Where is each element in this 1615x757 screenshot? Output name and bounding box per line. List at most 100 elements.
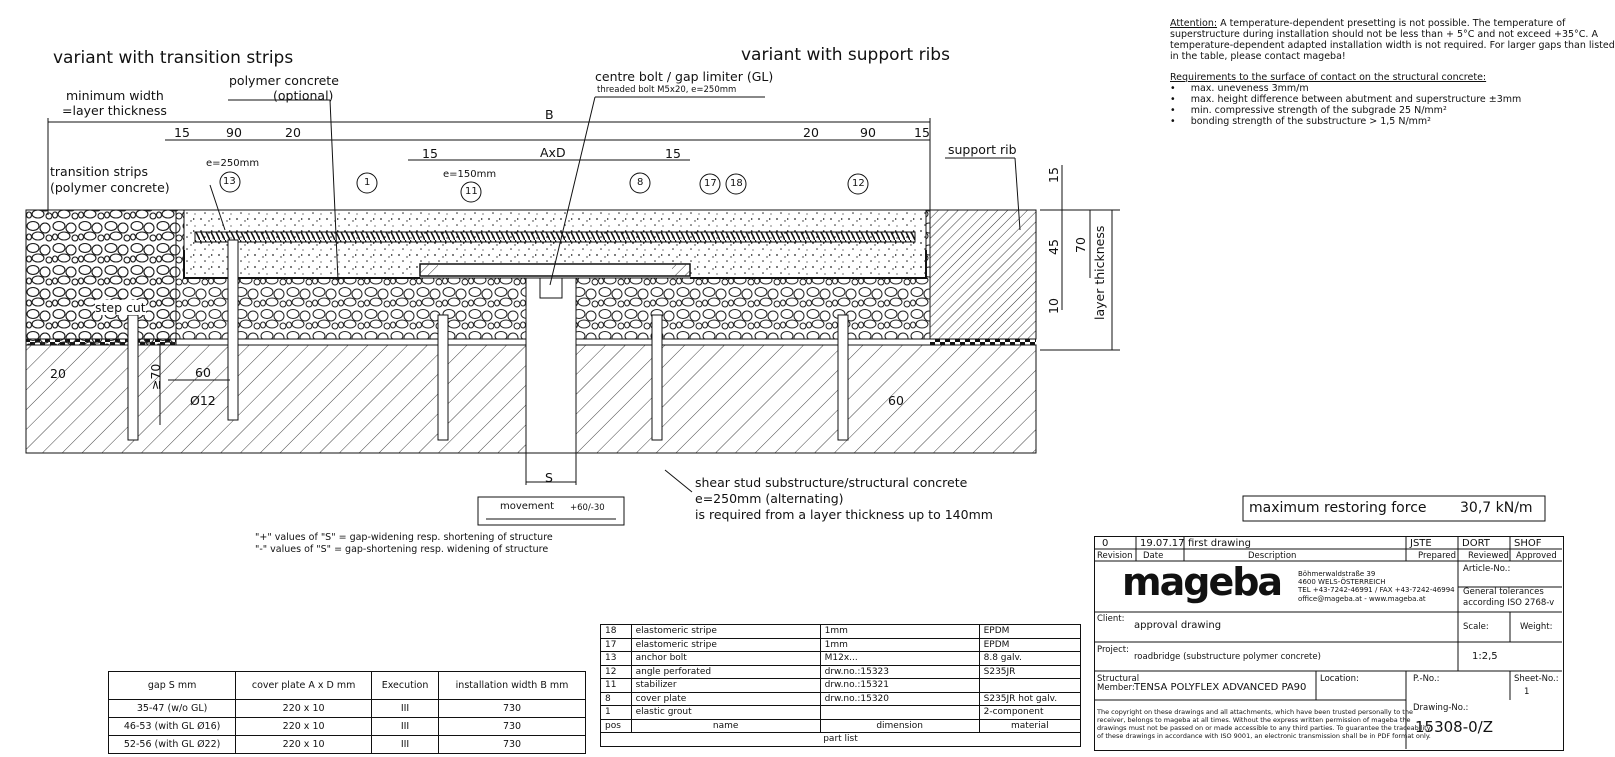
callout-text-18: 18 [730, 178, 743, 189]
requirement-item: • max. height difference between abutmen… [1170, 94, 1522, 105]
tb-col-revision: Revision [1097, 551, 1133, 561]
table-cell: 1 [600, 705, 632, 720]
callout-text-13: 13 [223, 176, 236, 187]
table-cell: S235JR hot galv. [978, 691, 1082, 706]
table-cell: III [370, 735, 440, 754]
dim-20c: 20 [50, 366, 66, 381]
dim-60a: 60 [195, 365, 211, 380]
table-cell: 220 x 10 [235, 699, 372, 718]
dim-v45: 45 [1046, 239, 1061, 255]
label-movement: movement [500, 501, 555, 512]
stabilizer-bar [194, 231, 916, 243]
dim-90b: 90 [860, 125, 876, 140]
tb-address-2: 4600 WELS-ÖSTERREICH [1298, 578, 1386, 586]
dim-v10: 10 [1046, 298, 1061, 314]
table-cell: elastomeric stripe [630, 624, 821, 639]
tb-client: approval drawing [1134, 620, 1222, 631]
label-step-cut: step cut [95, 300, 146, 315]
requirement-item: • bonding strength of the substructure >… [1170, 116, 1431, 127]
tb-col-approved: Approved [1516, 551, 1557, 561]
anchor-bolt [227, 239, 239, 421]
dim-60b: 60 [888, 393, 904, 408]
label-transition-strips-1: transition strips [50, 164, 148, 179]
transition-strip [25, 209, 177, 346]
table-cell: 220 x 10 [235, 735, 372, 754]
table-cell: elastomeric stripe [630, 637, 821, 652]
dim-12: Ø12 [190, 393, 216, 408]
title-block-grid [1094, 536, 1562, 749]
attention-note-4: in the table, please contact mageba! [1170, 51, 1346, 62]
label-shear-stud-2: e=250mm (alternating) [695, 491, 844, 506]
dim-15c: 15 [422, 146, 438, 161]
tb-structural-member: TENSA POLYFLEX ADVANCED PA90 [1134, 682, 1307, 693]
restoring-force-box [1242, 495, 1546, 522]
tb-col-reviewed: Reviewed [1468, 551, 1509, 561]
label-polymer-concrete-2: (optional) [273, 88, 334, 103]
gap-table: gap S mm cover plate A x D mm Execution … [107, 671, 586, 754]
table-cell: anchor bolt [630, 651, 821, 666]
callout-text-17: 17 [704, 178, 717, 189]
tb-address-3: TEL +43-7242-46991 / FAX +43-7242-46994 [1298, 586, 1455, 594]
title-block [1094, 536, 1564, 751]
table-row: 35-47 (w/o GL) 220 x 10 III 730 [107, 699, 586, 718]
label-polymer-concrete-1: polymer concrete [229, 73, 339, 88]
tb-project: roadbridge (substructure polymer concret… [1134, 652, 1321, 662]
heading-transition-strips: variant with transition strips [53, 48, 294, 68]
table-cell: 11 [600, 678, 632, 693]
label-shear-stud-3: is required from a layer thickness up to… [695, 507, 993, 522]
tb-project-label: Project: [1097, 645, 1129, 655]
tb-col-date: Date [1143, 551, 1164, 561]
table-cell: 220 x 10 [235, 717, 372, 736]
callout-text-1: 1 [364, 177, 371, 188]
parts-table-title-row: part list [600, 732, 1081, 747]
callout-text-11: 11 [465, 186, 478, 197]
table-cell: EPDM [978, 624, 1082, 639]
gap-table-header: gap S mm [107, 671, 237, 700]
tb-drawing-no-label: Drawing-No.: [1413, 703, 1469, 713]
tb-drawing-no: 15308-0/Z [1415, 718, 1494, 736]
label-support-rib: support rib [948, 142, 1017, 157]
attention-note-2: superstructure during installation shoul… [1170, 29, 1598, 40]
table-cell: 35-47 (w/o GL) [107, 699, 237, 718]
angle-right [690, 250, 927, 279]
callout-12 [847, 173, 869, 195]
table-row: 52-56 (with GL Ø22) 220 x 10 III 730 [107, 735, 586, 754]
label-values-note-2: "-" values of "S" = gap-shortening resp.… [255, 544, 549, 555]
tb-location-label: Location: [1320, 674, 1359, 684]
label-min-width-2: =layer thickness [62, 103, 167, 118]
table-cell [819, 705, 980, 720]
movement-box [477, 496, 625, 526]
callout-18 [725, 173, 747, 195]
table-cell: cover plate [630, 691, 821, 706]
dim-15a: 15 [174, 125, 190, 140]
requirements-heading: Requirements to the surface of contact o… [1170, 72, 1487, 83]
label-threaded-bolt: threaded bolt M5x20, e=250mm [597, 85, 737, 95]
label-layer-thickness: layer thickness [1092, 225, 1107, 320]
table-cell: angle perforated [630, 664, 821, 679]
table-row: 46-53 (with GL Ø16) 220 x 10 III 730 [107, 717, 586, 736]
callout-8 [629, 172, 651, 194]
table-cell: drw.no.:15321 [819, 678, 980, 693]
table-header: name [630, 718, 821, 733]
callout-17 [699, 173, 721, 195]
tb-tolerances-1: General tolerances [1463, 587, 1544, 597]
table-cell: elastic grout [630, 705, 821, 720]
table-cell: drw.no.:15320 [819, 691, 980, 706]
tb-address-4: office@mageba.at - www.mageba.at [1298, 595, 1426, 603]
requirement-item: • max. uneveness 3mm/m [1170, 83, 1309, 94]
dim-AxD: AxD [540, 145, 566, 160]
dim-e250: e=250mm [206, 158, 260, 169]
tb-col-description: Description [1248, 551, 1297, 561]
table-header: dimension [819, 718, 980, 733]
label-movement-value: +60/-30 [570, 503, 605, 513]
centre-bolt [539, 277, 563, 299]
table-cell: 8.8 galv. [978, 651, 1082, 666]
table-cell: III [370, 699, 440, 718]
tb-approved: SHOF [1514, 538, 1542, 549]
dim-v15: 15 [1046, 167, 1061, 183]
